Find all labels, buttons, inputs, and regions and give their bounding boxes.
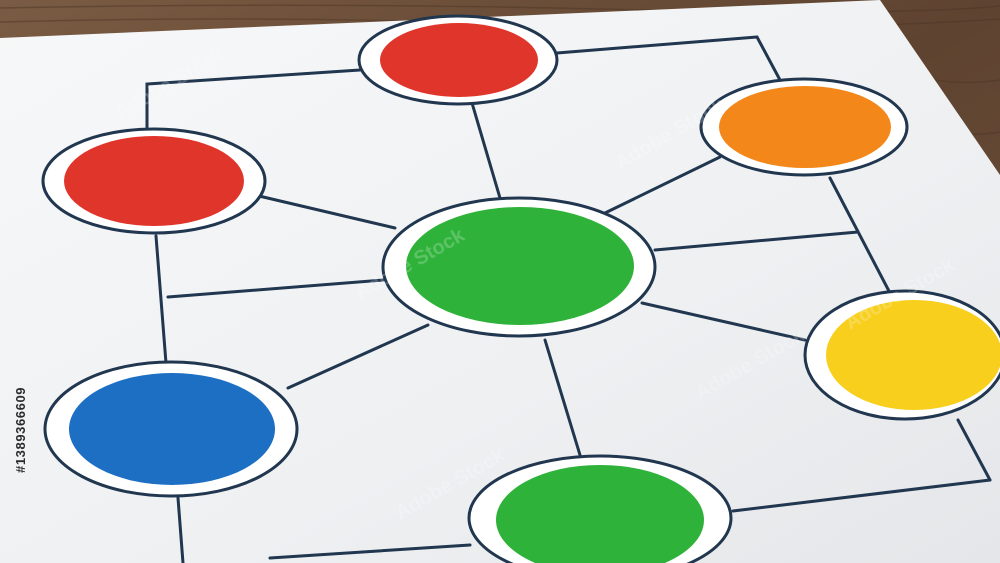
link-left-center — [257, 194, 397, 230]
frame-line-top-right-down — [755, 35, 782, 82]
link-orange-center — [603, 155, 722, 215]
node-top-right-orange — [699, 77, 909, 177]
link-top-center — [470, 101, 502, 200]
frame-line-bottom-right — [731, 478, 992, 513]
frame-line-top — [145, 68, 362, 134]
link-blue-center — [286, 323, 430, 390]
stock-id-label: #1389366609 — [13, 386, 28, 473]
frame-line-left — [154, 234, 168, 365]
connector-lines — [145, 35, 992, 563]
frame-line-right-lower — [956, 418, 992, 482]
frame-line-top-right — [555, 35, 759, 55]
link-center-yellow — [640, 301, 807, 342]
node-right-yellow — [803, 289, 1000, 421]
node-top-red — [357, 14, 559, 106]
frame-line-bottom — [268, 543, 472, 560]
node-center-green — [381, 196, 657, 338]
link-center-bottom — [543, 338, 582, 457]
link-mid-horizontal — [166, 278, 385, 299]
frame-line-bottom-left — [176, 496, 185, 563]
node-bottom-left-blue — [43, 360, 299, 498]
link-center-right — [653, 230, 860, 252]
node-left-red — [41, 127, 267, 235]
node-bottom-green — [467, 454, 733, 563]
frame-line-right — [828, 176, 892, 295]
